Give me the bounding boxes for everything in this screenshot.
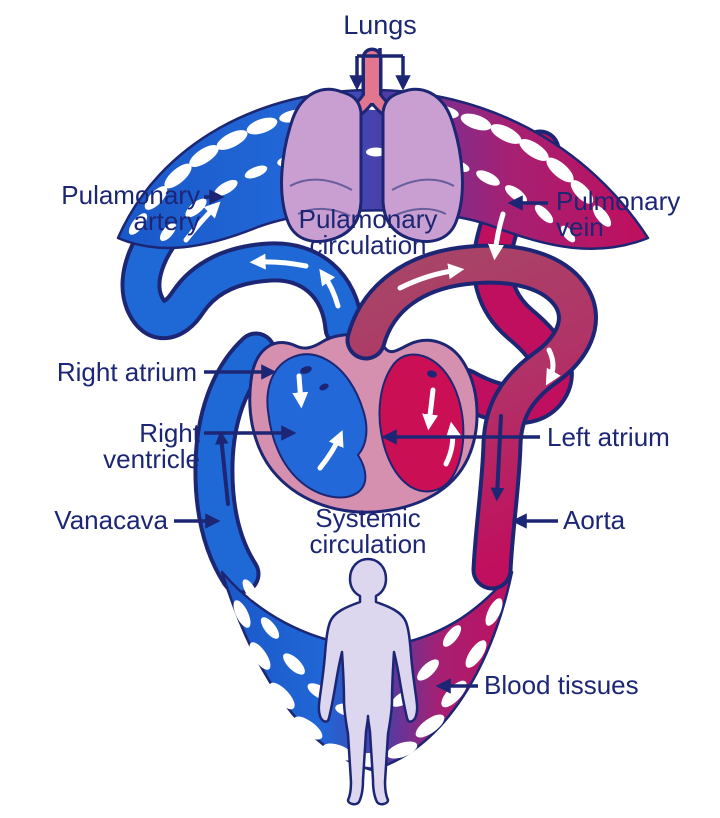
- valve-mark: [319, 383, 329, 391]
- label-line: Right: [139, 418, 200, 448]
- valve-mark: [300, 366, 312, 374]
- label-line: Systemic: [315, 503, 421, 533]
- right-heart-chambers: [266, 353, 368, 499]
- flow-arrow: [317, 430, 344, 471]
- label-line: vein: [556, 212, 604, 242]
- flow-arrow: [443, 421, 462, 467]
- flow-arrow: [183, 201, 221, 243]
- left-lung: [280, 87, 363, 243]
- flow-arrow: [319, 268, 341, 309]
- label-line: artery: [133, 206, 200, 236]
- valve-mark: [427, 370, 437, 378]
- flow-arrow: [397, 263, 465, 291]
- label-line: ventricle: [103, 444, 200, 474]
- label-aorta: Aorta: [563, 505, 626, 535]
- label-pulmonary-circulation: Pulamonary circulation: [268, 206, 468, 258]
- flow-arrow: [487, 211, 506, 261]
- lungs-illustration: [280, 47, 464, 243]
- label-line: circulation: [309, 529, 427, 559]
- left-heart-chambers: [378, 353, 465, 493]
- label-pulmonary-artery: Pulamonary artery: [61, 182, 200, 234]
- label-right-atrium: Right atrium: [56, 357, 197, 387]
- flow-arrow: [490, 414, 505, 502]
- capillary-holes: [233, 579, 503, 768]
- flow-arrow: [292, 373, 309, 409]
- label-blood-tissues: Blood tissues: [484, 670, 639, 700]
- flow-arrows: [183, 201, 561, 506]
- label-pulmonary-vein: Pulmonary vein: [556, 188, 680, 240]
- label-line: circulation: [309, 230, 427, 260]
- heart-illustration: [248, 333, 479, 514]
- flow-arrow: [215, 430, 230, 506]
- aorta-vessel: [345, 243, 598, 591]
- label-systemic-circulation: Systemic circulation: [268, 505, 468, 557]
- right-lung: [381, 87, 464, 243]
- label-arrows: [174, 48, 558, 694]
- label-line: Pulamonary: [61, 180, 200, 210]
- label-line: Pulmonary: [556, 186, 681, 216]
- capillary-holes: [128, 98, 612, 243]
- flow-arrow: [422, 387, 439, 431]
- vena-cava-vessel: [193, 331, 277, 595]
- lungs-bracket: [349, 48, 411, 91]
- label-left-atrium: Left atrium: [547, 422, 670, 452]
- label-right-ventricle: Right ventricle: [103, 420, 200, 472]
- label-vena-cava: Vanacava: [54, 505, 168, 535]
- label-line: Pulamonary: [298, 204, 438, 234]
- human-figure: [317, 557, 419, 806]
- flow-arrow: [545, 347, 561, 386]
- label-lungs: Lungs: [343, 10, 417, 40]
- flow-arrow: [249, 253, 309, 270]
